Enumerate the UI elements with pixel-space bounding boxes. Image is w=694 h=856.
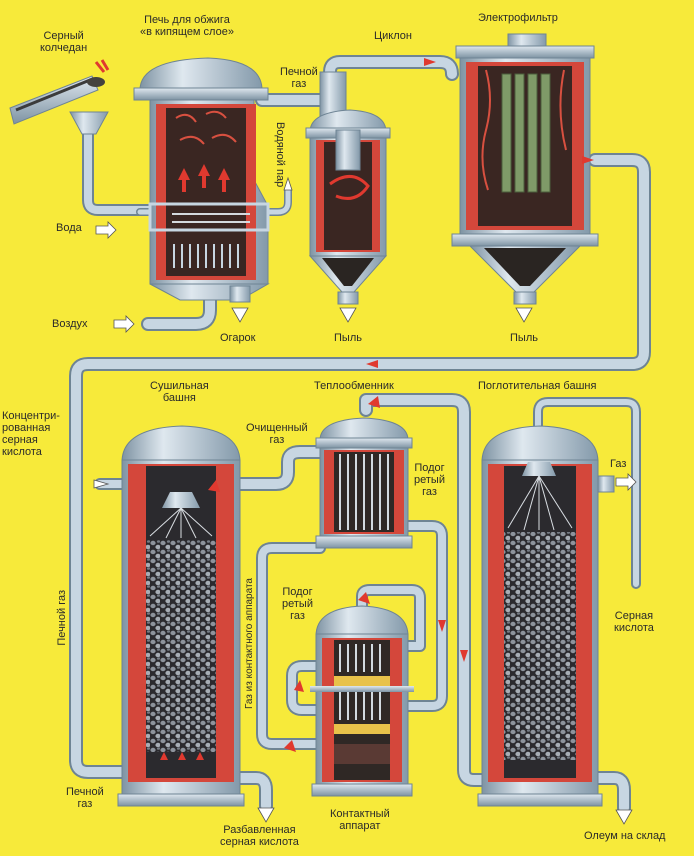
electrofilter <box>451 33 599 305</box>
label-dust-cyclone: Пыль <box>334 332 362 344</box>
label-cyclone: Циклон <box>374 30 412 42</box>
label-heated-gas-2-line3: газ <box>290 610 305 622</box>
label-absorption-tower: Поглотительная башня <box>478 380 597 392</box>
label-contact-apparatus: Контактный аппарат <box>330 808 390 832</box>
white-flow-arrows <box>93 176 637 825</box>
label-gas-from-contact: Газ из контактного аппарата <box>244 578 255 710</box>
label-heated-gas-1-line1: Подог <box>414 462 445 474</box>
label-water: Вода <box>56 222 82 234</box>
label-furnace-gas-bottom: Печной газ <box>66 786 104 810</box>
label-steam: Водяной пар <box>274 122 286 187</box>
label-diluted-acid-line2: серная кислота <box>220 836 299 848</box>
label-drying-tower: Сушильная башня <box>150 380 209 404</box>
flow-arrows <box>208 58 594 752</box>
label-electrofilter: Электрофильтр <box>478 12 558 24</box>
label-pyrite-line1: Серный <box>43 30 84 42</box>
label-contact-line2: аппарат <box>339 820 381 832</box>
label-steam-line1: Водяной <box>274 122 286 166</box>
label-furnace-gas-bottom-line1: Печной <box>66 786 104 798</box>
label-drying-tower-line1: Сушильная <box>150 380 209 392</box>
label-cleaned-gas-line1: Очищенный <box>246 422 308 434</box>
label-heated-gas-1-line3: газ <box>422 486 437 498</box>
label-pyrite-line2: колчедан <box>40 42 88 54</box>
label-contact-line1: Контактный <box>330 808 390 820</box>
furnace <box>133 57 270 303</box>
label-oleum: Олеум на склад <box>584 830 666 842</box>
label-sulfuric-acid-line2: кислота <box>614 622 654 634</box>
label-conc-acid: Концентри- рованная серная кислота <box>2 410 60 458</box>
absorption-tower <box>477 425 615 807</box>
cyclone <box>305 71 391 305</box>
label-sulfuric-acid: Серная кислота <box>614 610 654 634</box>
label-cinder: Огарок <box>220 332 256 344</box>
label-conc-acid-line1: Концентри- <box>2 410 60 422</box>
label-heated-gas-1: Подог ретый газ <box>414 462 445 498</box>
label-conc-acid-line3: серная <box>2 434 38 446</box>
label-heat-exchanger: Теплообменник <box>314 380 394 392</box>
heat-exchanger <box>315 417 413 549</box>
label-heated-gas-2-line2: ретый <box>282 598 313 610</box>
label-furnace: Печь для обжига «в кипящем слое» <box>140 14 234 38</box>
label-heated-gas-2: Подог ретый газ <box>282 586 313 622</box>
label-steam-line2: пар <box>274 169 286 188</box>
label-conc-acid-line2: рованная <box>2 422 51 434</box>
label-cleaned-gas: Очищенный газ <box>246 422 308 446</box>
label-diluted-acid-line1: Разбавленная <box>223 824 296 836</box>
label-air: Воздух <box>52 318 88 330</box>
label-pyrite: Серный колчедан <box>40 30 87 54</box>
pyrite-conveyor <box>9 59 110 135</box>
label-furnace-gas-top: Печной газ <box>280 66 318 90</box>
label-furnace-gas-bottom-line2: газ <box>77 798 93 810</box>
label-furnace-line2: «в кипящем слое» <box>140 26 234 38</box>
drying-tower <box>117 425 245 807</box>
label-gas-out: Газ <box>610 458 627 470</box>
label-furnace-gas-top-line2: газ <box>291 78 307 90</box>
label-drying-tower-line2: башня <box>162 392 196 404</box>
label-dust-filter: Пыль <box>510 332 538 344</box>
label-conc-acid-line4: кислота <box>2 446 42 458</box>
label-diluted-acid: Разбавленная серная кислота <box>220 824 299 848</box>
label-furnace-line1: Печь для обжига <box>144 14 230 26</box>
label-sulfuric-acid-line1: Серная <box>614 610 654 622</box>
label-cleaned-gas-line2: газ <box>269 434 285 446</box>
label-furnace-gas-vertical: Печной газ <box>56 590 68 646</box>
label-heated-gas-1-line2: ретый <box>414 474 445 486</box>
label-furnace-gas-top-line1: Печной <box>280 66 318 78</box>
contact-apparatus <box>310 605 414 797</box>
label-heated-gas-2-line1: Подог <box>282 586 313 598</box>
